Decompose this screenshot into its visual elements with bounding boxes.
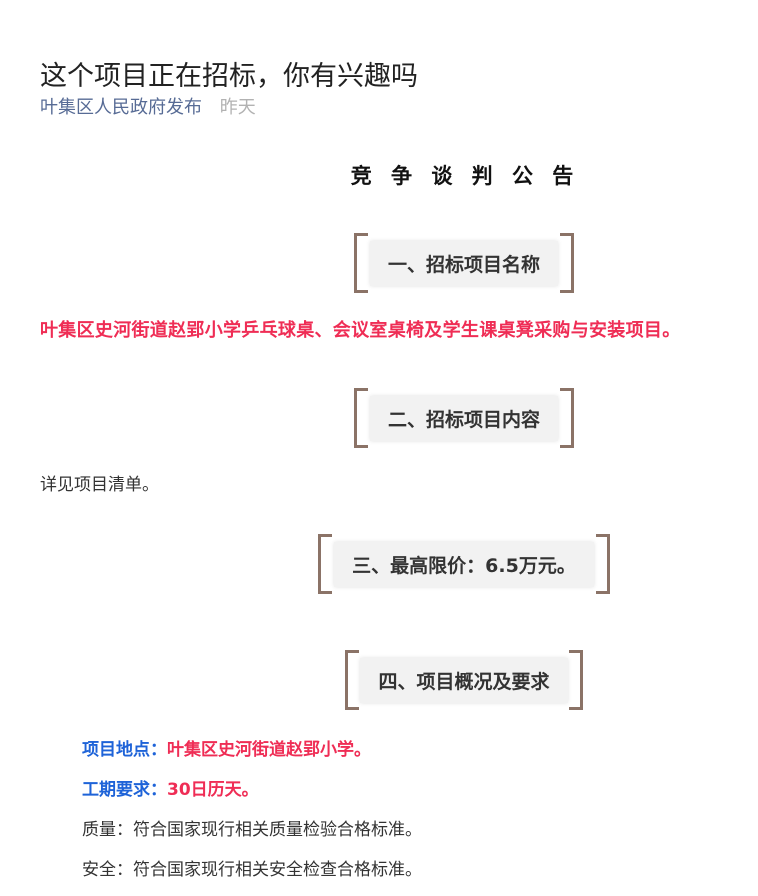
- publisher-link[interactable]: 叶集区人民政府发布: [40, 97, 202, 118]
- publish-time: 昨天: [219, 97, 256, 118]
- project-name-text: 叶集区史河街道赵郢小学乒乓球桌、会议室桌椅及学生课桌凳采购与安装项目。: [40, 320, 681, 341]
- section-frame-4: 四、项目概况及要求: [345, 650, 583, 710]
- detail-label-safety: 安全：: [82, 860, 133, 880]
- detail-row-location: 项目地点：叶集区史河街道赵郢小学。: [82, 735, 371, 760]
- notice-heading: 竞 争 谈 判 公 告: [350, 164, 580, 188]
- detail-value-quality: 符合国家现行相关质量检验合格标准。: [133, 820, 422, 840]
- detail-row-safety: 安全：符合国家现行相关安全检查合格标准。: [82, 855, 422, 880]
- project-content-text: 详见项目清单。: [40, 475, 159, 495]
- section-heading-2: 二、招标项目内容: [369, 395, 558, 441]
- detail-label-location: 项目地点：: [82, 740, 167, 760]
- section-frame-1: 一、招标项目名称: [354, 233, 574, 293]
- section-heading-1: 一、招标项目名称: [369, 240, 558, 286]
- article-meta: 叶集区人民政府发布 昨天: [40, 93, 256, 119]
- detail-value-safety: 符合国家现行相关安全检查合格标准。: [133, 860, 422, 880]
- detail-value-duration: 30日历天。: [167, 780, 259, 800]
- section-heading-3: 三、最高限价：6.5万元。: [334, 541, 594, 587]
- section-heading-4: 四、项目概况及要求: [360, 657, 568, 703]
- section-frame-3: 三、最高限价：6.5万元。: [318, 534, 610, 594]
- detail-label-quality: 质量：: [82, 820, 133, 840]
- detail-value-location: 叶集区史河街道赵郢小学。: [167, 740, 371, 760]
- detail-row-duration: 工期要求：30日历天。: [82, 775, 259, 800]
- article-title: 这个项目正在招标，你有兴趣吗: [40, 61, 418, 93]
- section-frame-2: 二、招标项目内容: [354, 388, 574, 448]
- detail-row-quality: 质量：符合国家现行相关质量检验合格标准。: [82, 815, 422, 840]
- detail-label-duration: 工期要求：: [82, 780, 167, 800]
